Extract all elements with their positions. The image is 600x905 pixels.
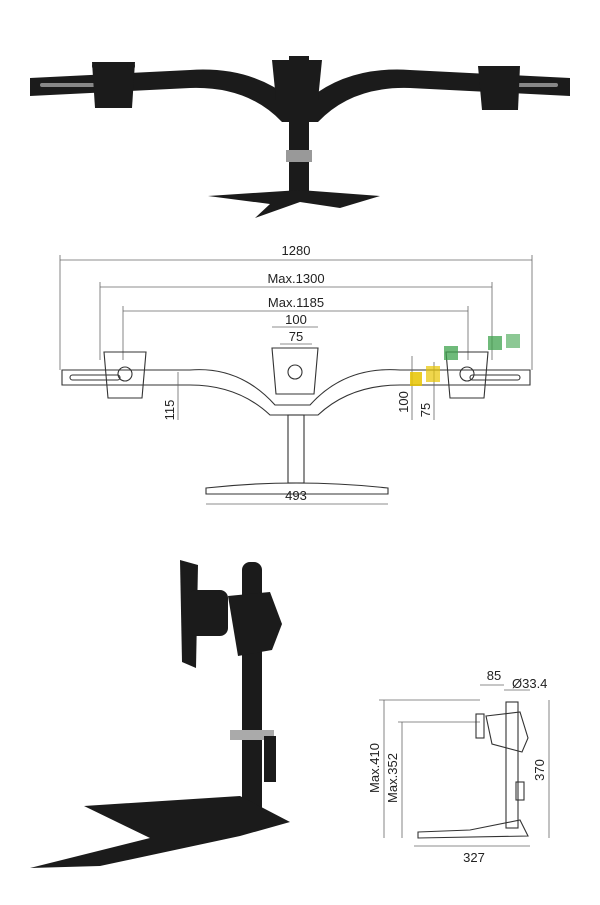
- dim-left-height: 115: [162, 400, 177, 421]
- triple-stand-photo: [30, 56, 570, 218]
- dim-max-height-outer: Max.410: [367, 743, 382, 793]
- dim-pole-height: 370: [532, 759, 547, 781]
- dim-right-height-large: 100: [396, 391, 411, 413]
- dim-pole-diameter: Ø33.4: [512, 676, 547, 691]
- dim-base-width: 493: [285, 488, 307, 503]
- dim-right-height-small: 75: [418, 403, 433, 417]
- dim-vesa-small: 75: [289, 329, 303, 344]
- front-view-drawing: [59, 255, 533, 505]
- watermark: [410, 334, 520, 386]
- dim-max-width-outer: Max.1300: [267, 271, 324, 286]
- side-stand-photo: [30, 560, 290, 868]
- dim-max-width-inner: Max.1185: [268, 295, 324, 310]
- side-view-drawing: [379, 684, 550, 847]
- dim-max-height-inner: Max.352: [385, 753, 400, 803]
- dim-overall-width: 1280: [282, 243, 311, 258]
- dim-base-depth: 327: [463, 850, 485, 865]
- dim-offset: 85: [487, 668, 501, 683]
- dim-vesa-large: 100: [285, 312, 307, 327]
